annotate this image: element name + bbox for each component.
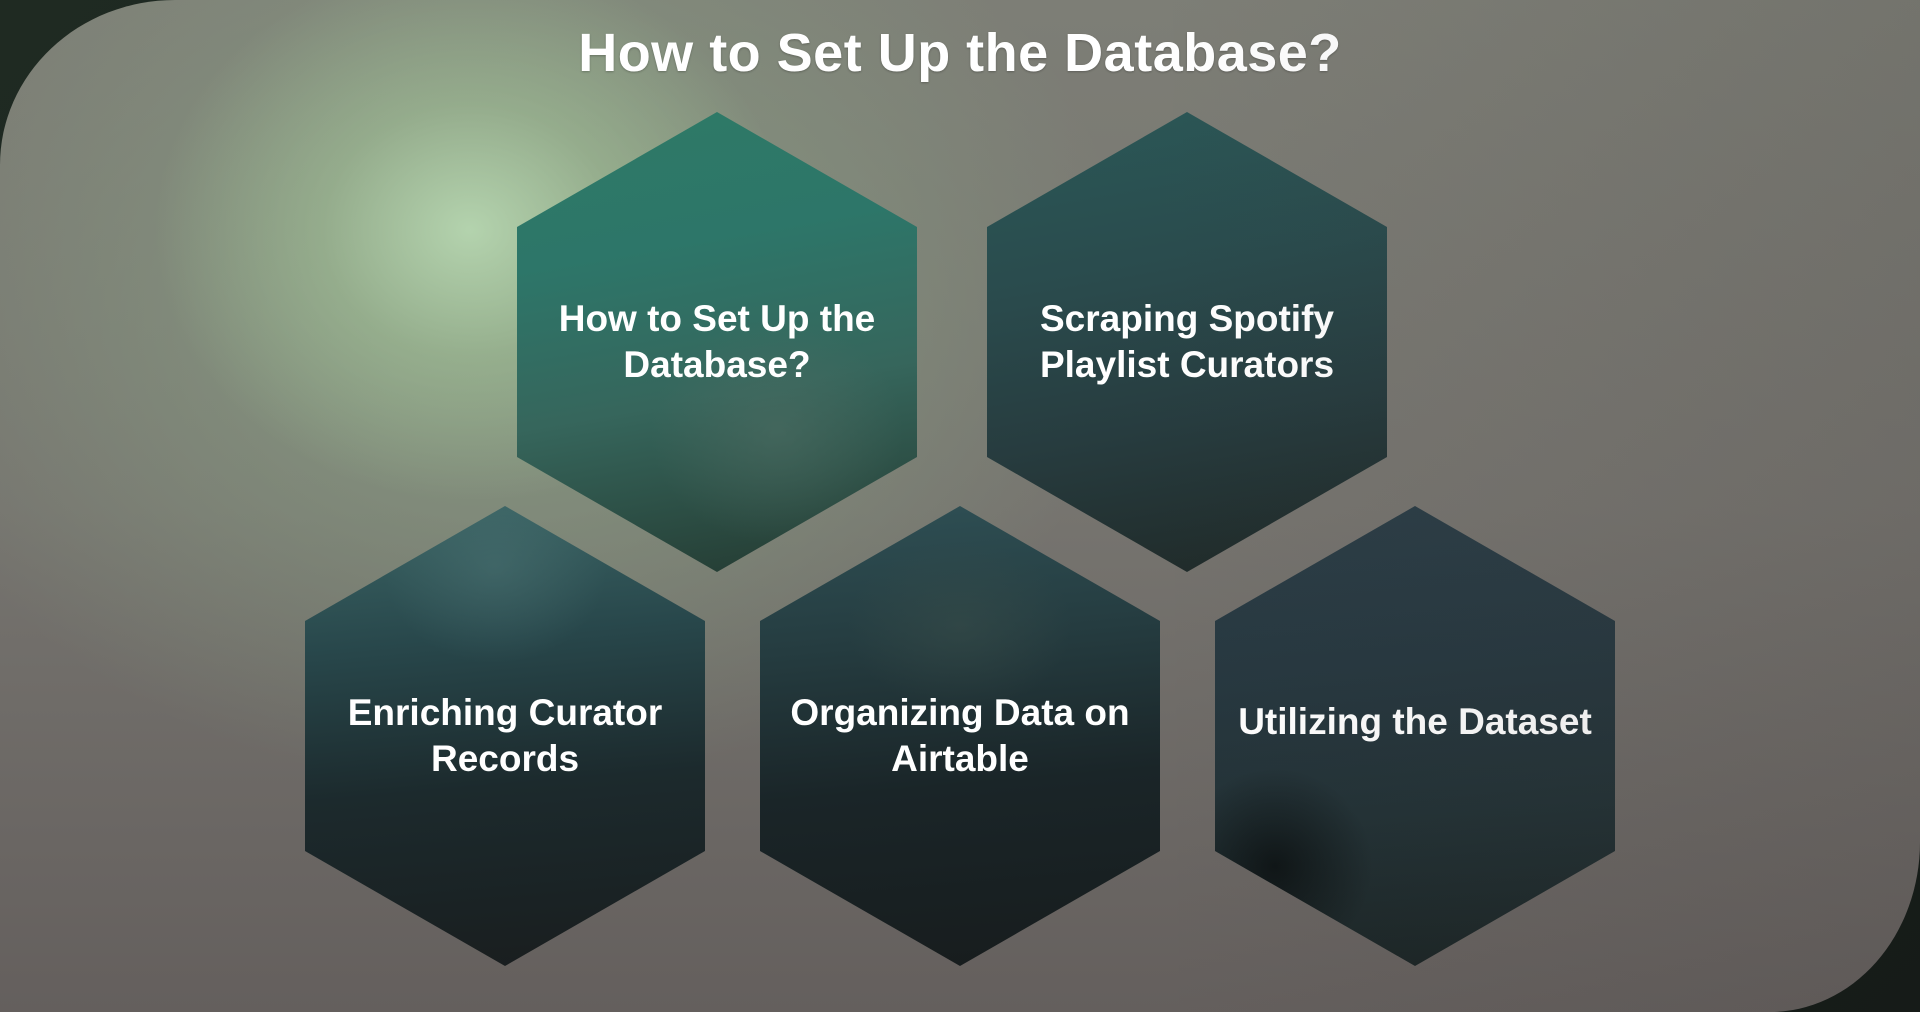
page-title: How to Set Up the Database?	[578, 23, 1342, 83]
hexagon-label: Scraping Spotify Playlist Curators	[1039, 298, 1335, 385]
hexagon-label: How to Set Up the Database?	[558, 298, 876, 385]
hexagon-scraping-spotify-curators: Scraping Spotify Playlist Curators	[987, 112, 1387, 572]
hexagon-setup-database: How to Set Up the Database?	[517, 112, 917, 572]
hexagon-enriching-curator-records: Enriching Curator Records	[305, 506, 705, 966]
hexagon-organizing-data-airtable: Organizing Data on Airtable	[760, 506, 1160, 966]
hexagon-label: Utilizing the Dataset	[1238, 701, 1592, 742]
hexagon-label: Organizing Data on Airtable	[790, 692, 1130, 779]
hexagon-utilizing-dataset: Utilizing the Dataset	[1215, 506, 1615, 966]
hexagon-label: Enriching Curator Records	[347, 692, 663, 779]
